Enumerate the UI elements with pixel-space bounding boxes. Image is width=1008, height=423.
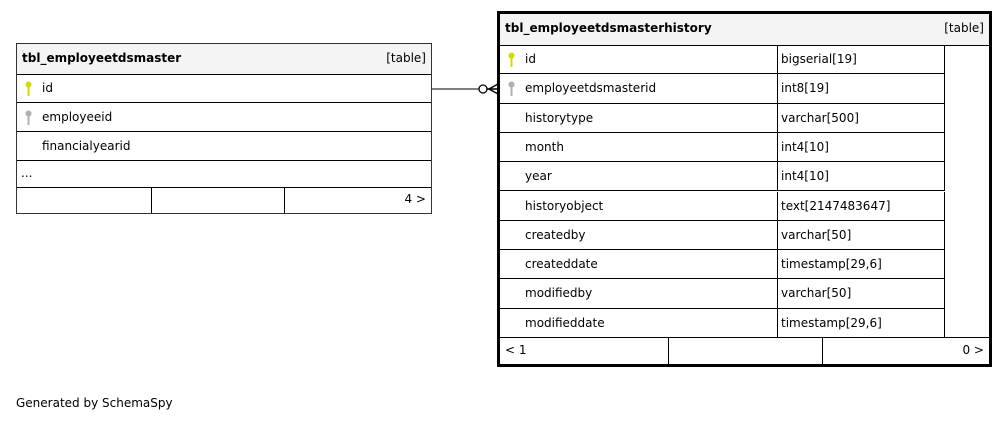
column-type: timestamp[29,6] [777, 308, 945, 337]
column-row[interactable]: createddate timestamp[29,6] [500, 250, 945, 280]
children-count[interactable]: 4 > [404, 192, 426, 206]
column-type: text[2147483647] [777, 191, 945, 220]
table-name: tbl_employeetdsmaster [22, 51, 182, 65]
column-name: employeetdsmasterid [525, 81, 657, 96]
column-type: int8[19] [777, 74, 945, 103]
column-name: id [525, 52, 536, 66]
relationship-connector [432, 83, 499, 95]
table-footer: < 1 0 > [500, 337, 989, 364]
column-type: varchar[500] [777, 103, 945, 132]
table-tbl-employeetdsmasterhistory[interactable]: tbl_employeetdsmasterhistory [table] id b… [497, 11, 992, 367]
table-header: tbl_employeetdsmasterhistory [table] [500, 14, 989, 46]
column-row[interactable]: historyobject text[2147483647] [500, 191, 945, 221]
column-row[interactable]: modifieddate timestamp[29,6] [500, 308, 945, 338]
column-name: historyobject [525, 198, 604, 213]
column-name: historytype [525, 110, 594, 125]
foreign-key-icon [25, 110, 32, 125]
primary-key-icon [508, 52, 515, 67]
column-row[interactable]: id bigserial[19] [500, 45, 945, 75]
parents-count[interactable]: < 1 [505, 343, 527, 357]
more-indicator: ... [21, 166, 33, 180]
column-name: createddate [525, 257, 598, 272]
column-type: bigserial[19] [777, 45, 945, 74]
column-name: id [42, 81, 53, 95]
column-row[interactable]: year int4[10] [500, 162, 945, 192]
table-tbl-employeetdsmaster[interactable]: tbl_employeetdsmaster [table] id employee… [16, 43, 432, 214]
column-type: timestamp[29,6] [777, 250, 945, 279]
column-type: varchar[50] [777, 220, 945, 250]
column-row[interactable]: historytype varchar[500] [500, 103, 945, 133]
table-type: [table] [386, 51, 426, 65]
column-name: modifiedby [525, 286, 593, 301]
column-row[interactable]: createdby varchar[50] [500, 220, 945, 251]
column-name: month [525, 139, 564, 154]
table-footer: 4 > [17, 187, 431, 213]
table-header: tbl_employeetdsmaster [table] [17, 44, 431, 75]
column-name: financialyearid [42, 139, 131, 153]
column-name: modifieddate [525, 315, 605, 330]
column-name: createdby [525, 227, 586, 242]
column-type: int4[10] [777, 132, 945, 162]
column-name: employeeid [42, 110, 113, 124]
primary-key-icon [25, 81, 32, 96]
column-row[interactable]: month int4[10] [500, 132, 945, 163]
column-row[interactable]: employeetdsmasterid int8[19] [500, 74, 945, 104]
table-name: tbl_employeetdsmasterhistory [505, 21, 712, 35]
column-row[interactable]: modifiedby varchar[50] [500, 279, 945, 309]
generated-by-label: Generated by SchemaSpy [16, 396, 173, 410]
table-type: [table] [944, 21, 984, 35]
column-row[interactable]: financialyearid [17, 132, 431, 161]
column-name: year [525, 169, 552, 184]
more-columns-row: ... [17, 161, 431, 188]
column-row[interactable]: employeeid [17, 103, 431, 132]
column-type: int4[10] [777, 162, 945, 191]
column-row[interactable]: id [17, 74, 431, 103]
children-count[interactable]: 0 > [962, 343, 984, 357]
foreign-key-icon [508, 81, 515, 97]
column-type: varchar[50] [777, 279, 945, 308]
